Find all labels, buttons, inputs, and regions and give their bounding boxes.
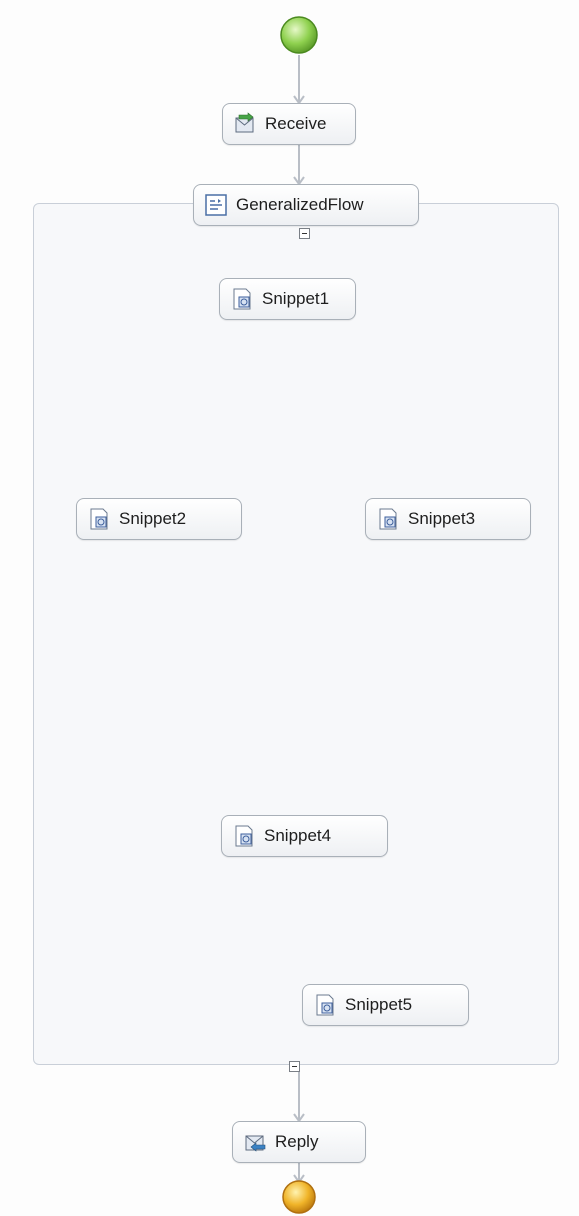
snippet-icon xyxy=(316,994,334,1016)
reply-icon xyxy=(245,1135,266,1152)
snippet5-label: Snippet5 xyxy=(345,995,413,1014)
snippet1-activity[interactable]: Snippet1 xyxy=(219,278,356,320)
reply-label: Reply xyxy=(275,1132,319,1151)
collapse-toggle-top[interactable] xyxy=(299,228,310,239)
generalized-flow-icon xyxy=(205,194,227,216)
snippet-icon xyxy=(235,825,253,847)
snippet1-label: Snippet1 xyxy=(262,289,330,308)
generalized-flow-activity[interactable]: GeneralizedFlow xyxy=(193,184,419,226)
snippet2-activity[interactable]: Snippet2 xyxy=(76,498,242,540)
receive-activity[interactable]: Receive xyxy=(222,103,356,145)
receive-label: Receive xyxy=(265,114,327,133)
snippet4-label: Snippet4 xyxy=(264,826,332,845)
reply-activity[interactable]: Reply xyxy=(232,1121,366,1163)
generalized-flow-container xyxy=(33,203,559,1065)
snippet3-label: Snippet3 xyxy=(408,509,476,528)
snippet5-activity[interactable]: Snippet5 xyxy=(302,984,469,1026)
start-event-icon xyxy=(280,16,318,54)
end-event-icon xyxy=(282,1180,316,1214)
snippet2-label: Snippet2 xyxy=(119,509,187,528)
snippet-icon xyxy=(379,508,397,530)
generalized-flow-label: GeneralizedFlow xyxy=(236,195,364,214)
snippet4-activity[interactable]: Snippet4 xyxy=(221,815,388,857)
receive-icon xyxy=(235,112,254,133)
collapse-toggle-bottom[interactable] xyxy=(289,1061,300,1072)
snippet-icon xyxy=(233,288,251,310)
snippet-icon xyxy=(90,508,108,530)
snippet3-activity[interactable]: Snippet3 xyxy=(365,498,531,540)
